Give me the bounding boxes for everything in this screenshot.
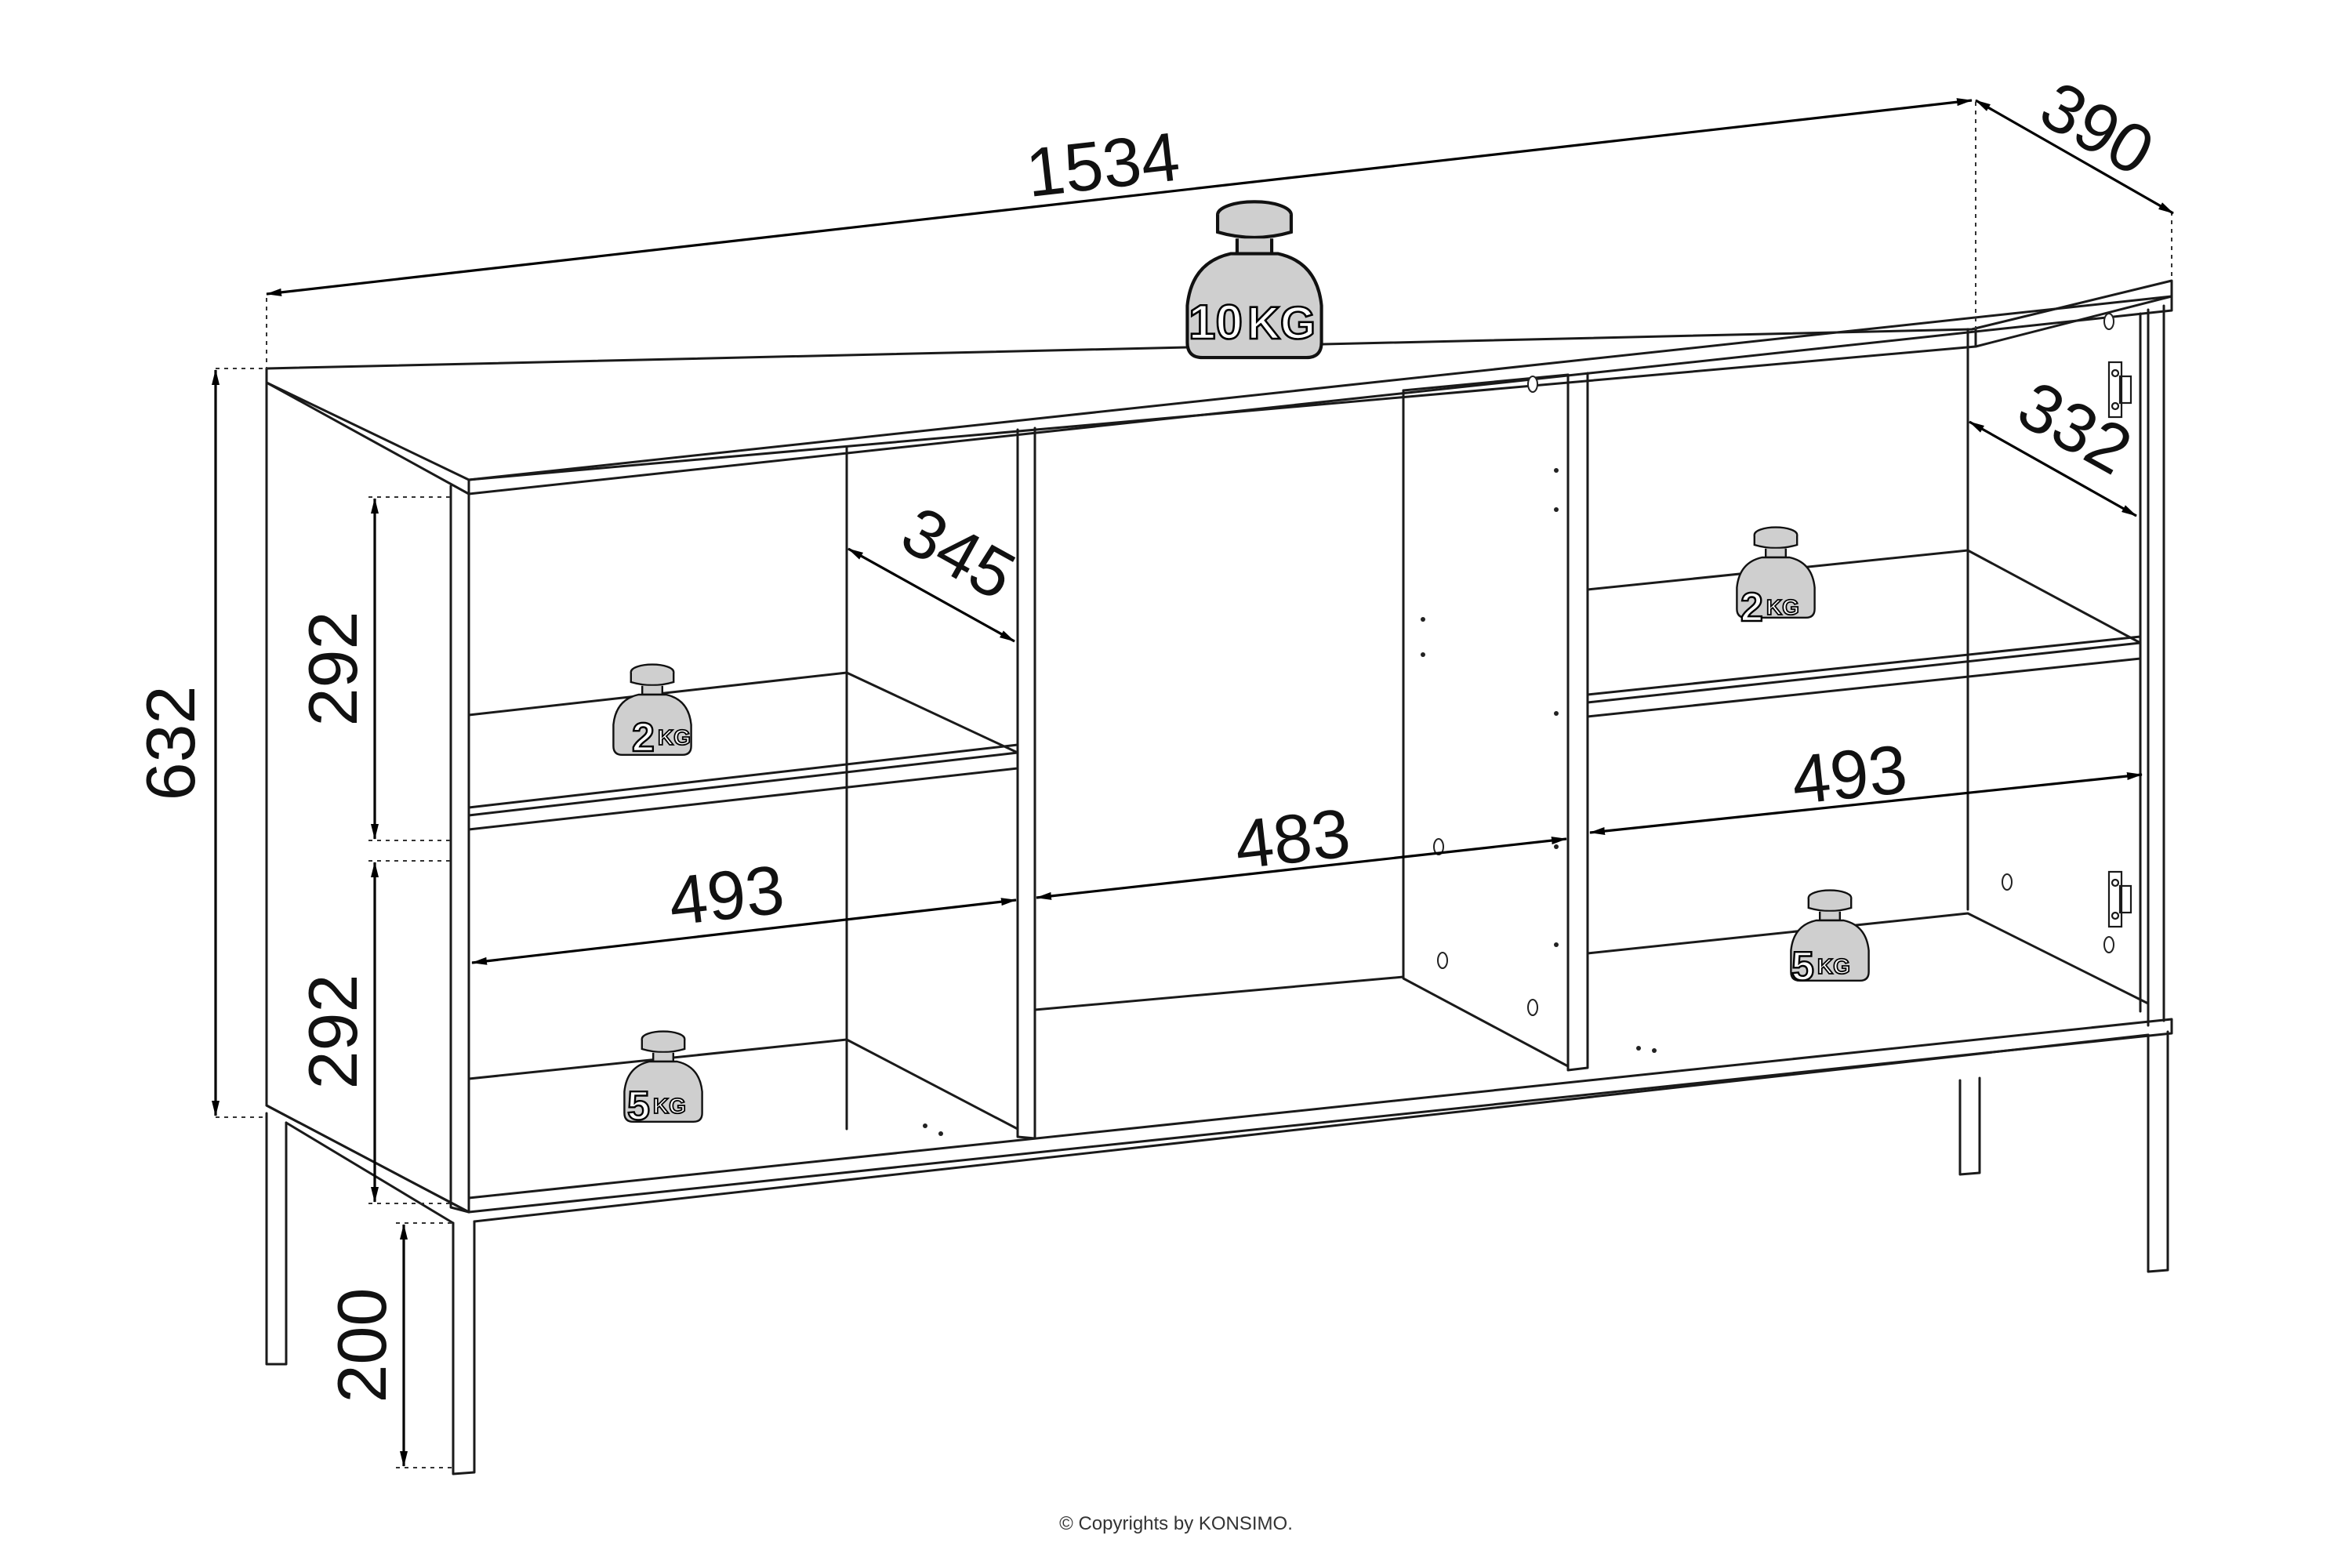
shelf-pin-holes bbox=[923, 313, 2114, 1136]
dim-line-left-width bbox=[471, 898, 1017, 965]
weight-label-top-number: 10 bbox=[1189, 296, 1243, 350]
weight-label-top-unit: KG bbox=[1247, 298, 1316, 349]
label-center-compartment-width: 483 bbox=[1231, 793, 1354, 884]
copyright-notice: © Copyrights by KONSIMO. bbox=[1059, 1513, 1293, 1534]
dim-line-right-depth bbox=[1969, 420, 2137, 517]
leg-front-right bbox=[2147, 1030, 2169, 1273]
label-overall-height: 632 bbox=[132, 686, 209, 801]
label-left-compartment-width: 493 bbox=[665, 850, 788, 940]
weight-label-left-lower-number: 5 bbox=[627, 1083, 650, 1129]
dim-line-center-width bbox=[1036, 837, 1567, 900]
dimension-labels: 1534 390 632 292 292 200 345 332 493 483… bbox=[132, 66, 2166, 1403]
label-overall-width: 1534 bbox=[1022, 117, 1184, 212]
label-lower-shelf-height: 292 bbox=[294, 975, 372, 1090]
weight-label-right-lower-unit: KG bbox=[1817, 954, 1850, 978]
hinge-upper bbox=[2107, 361, 2132, 419]
dim-line-depth bbox=[1975, 99, 2174, 215]
label-right-inner-depth: 332 bbox=[2006, 365, 2144, 489]
label-upper-shelf-height: 292 bbox=[294, 612, 372, 727]
weight-label-left-upper-number: 2 bbox=[632, 715, 655, 760]
label-right-compartment-width: 493 bbox=[1788, 730, 1911, 819]
dim-line-width bbox=[266, 98, 1973, 296]
weight-label-left-lower-unit: KG bbox=[653, 1094, 686, 1118]
weight-label-right-upper-number: 2 bbox=[1740, 585, 1763, 630]
weight-label-right-upper-unit: KG bbox=[1766, 595, 1799, 619]
dim-line-left-depth bbox=[848, 547, 1015, 643]
weight-label-left-upper-unit: KG bbox=[658, 725, 691, 750]
leg-back-right bbox=[1958, 1076, 1981, 1176]
dimension-lines bbox=[212, 98, 2174, 1467]
label-leg-height: 200 bbox=[323, 1288, 401, 1403]
label-depth: 390 bbox=[2028, 66, 2167, 191]
dim-line-right-width bbox=[1589, 772, 2143, 835]
label-left-inner-depth: 345 bbox=[890, 491, 1028, 615]
hinge-lower bbox=[2107, 870, 2132, 928]
leg-back-left bbox=[265, 1112, 288, 1366]
bottom-rail bbox=[467, 1018, 2173, 1214]
weight-label-right-lower-number: 5 bbox=[1791, 944, 1814, 989]
leg-front-left bbox=[452, 1220, 476, 1475]
